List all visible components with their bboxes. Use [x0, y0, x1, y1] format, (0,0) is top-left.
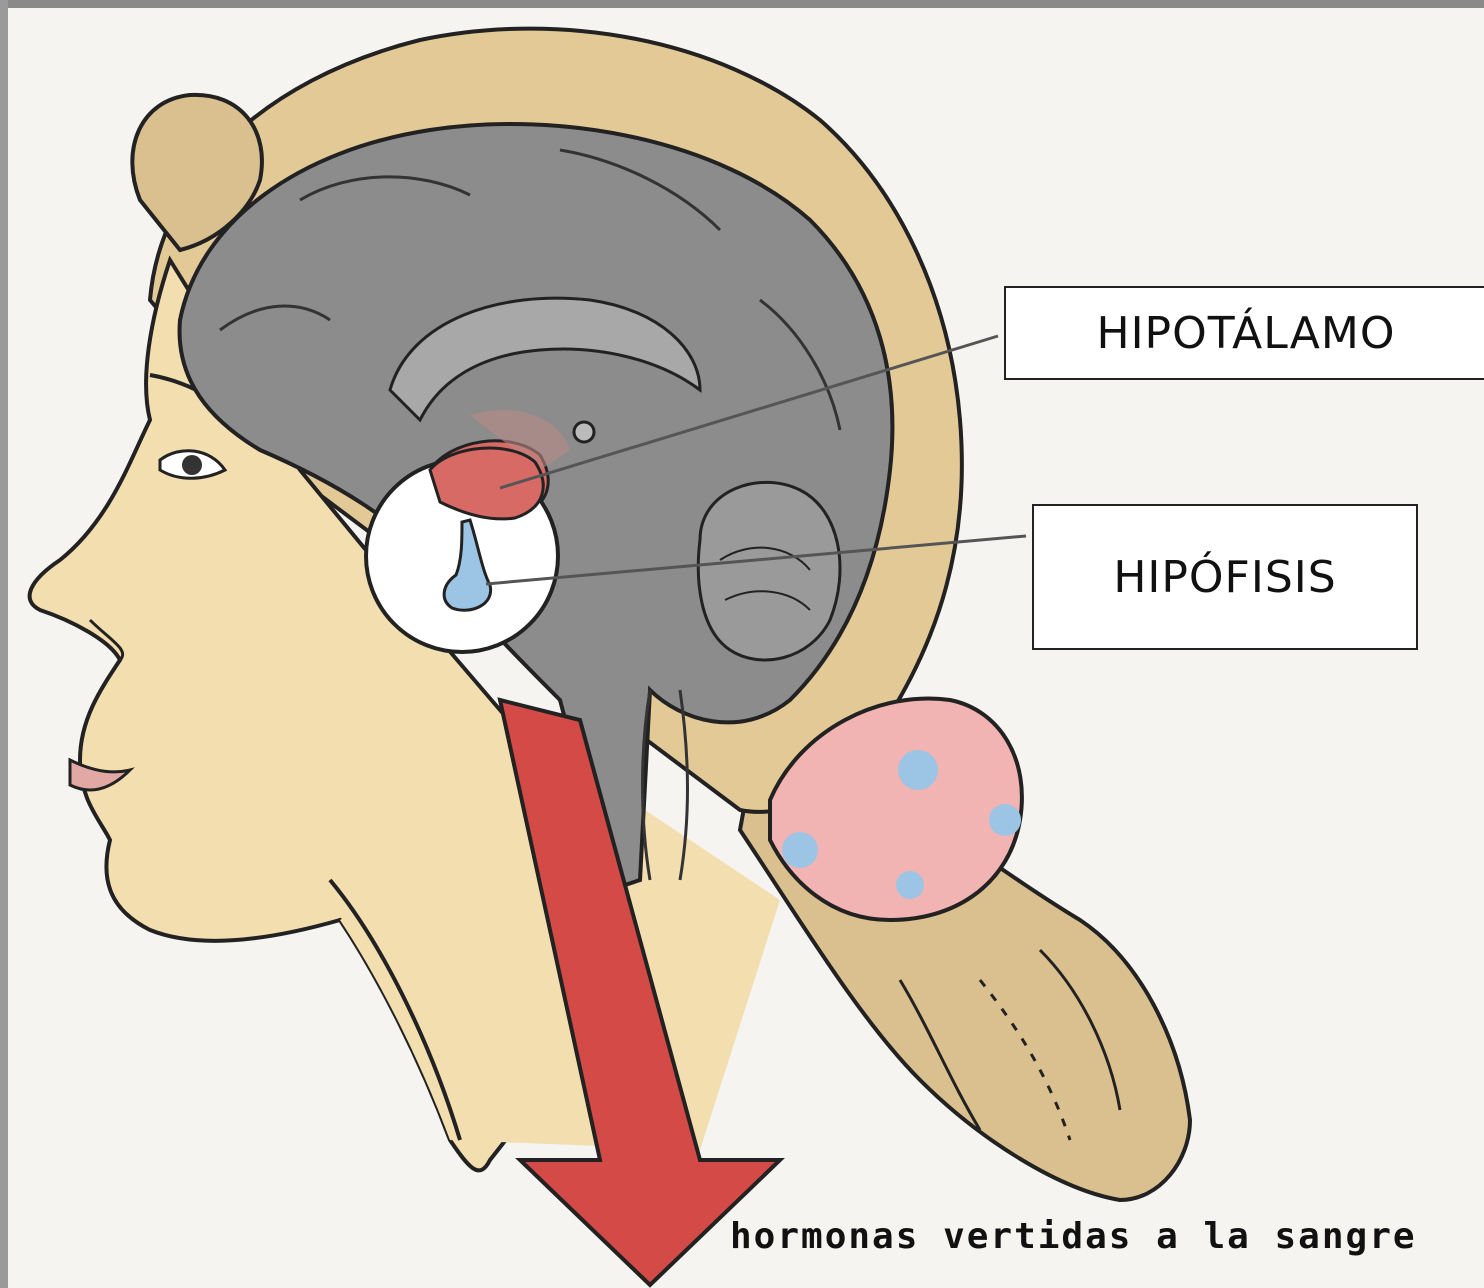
cerebellum	[698, 482, 840, 660]
hormones-caption: hormonas vertidas a la sangre	[730, 1216, 1417, 1257]
hipotalamo-label: HIPOTÁLAMO	[1004, 286, 1484, 380]
hipofisis-label: HIPÓFISIS	[1032, 504, 1418, 650]
